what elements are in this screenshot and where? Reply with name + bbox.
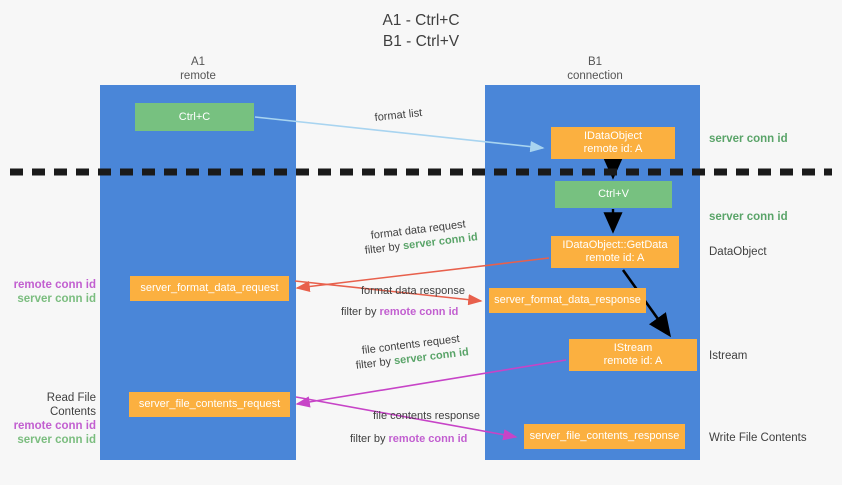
filter-prefix: filter by xyxy=(355,355,395,372)
box-idataobject[interactable]: IDataObject remote id: A xyxy=(551,127,675,159)
title-line-2: B1 - Ctrl+V xyxy=(382,33,460,50)
margin-1-server-conn-id: server conn id xyxy=(17,293,96,305)
margin-2-title: Read File Contents xyxy=(46,392,96,418)
filter-value-remote-conn-id: remote conn id xyxy=(379,306,459,318)
lane-header-b1-name: B1 xyxy=(587,56,603,68)
arrow-label-file-contents-response: file contents response xyxy=(373,410,481,422)
arrow-label-format-data-response-filter: filter by remote conn id xyxy=(341,305,458,319)
margin-labels-read-file: Read File Contents remote conn id server… xyxy=(0,391,96,447)
box-ctrl-c[interactable]: Ctrl+C xyxy=(135,103,254,131)
page-title: A1 - Ctrl+C B1 - Ctrl+V xyxy=(0,10,842,52)
box-istream-line1: IStream xyxy=(613,342,653,354)
title-line-1: A1 - Ctrl+C xyxy=(382,12,460,29)
box-file-contents-request-label: server_file_contents_request xyxy=(138,398,281,410)
margin-labels-format: remote conn id server conn id xyxy=(0,278,96,306)
box-ctrl-c-label: Ctrl+C xyxy=(178,110,211,123)
lane-header-a1: A1 remote xyxy=(108,56,288,83)
box-ctrl-v[interactable]: Ctrl+V xyxy=(555,181,672,208)
lane-header-b1-subtitle: connection xyxy=(567,69,623,82)
arrow-label-file-contents-response-filter: filter by remote conn id xyxy=(350,432,467,446)
label-dataobject: DataObject xyxy=(709,246,767,258)
box-server-file-contents-request[interactable]: server_file_contents_request xyxy=(129,392,290,417)
box-idataobject-getdata[interactable]: IDataObject::GetData remote id: A xyxy=(551,236,679,268)
box-istream[interactable]: IStream remote id: A xyxy=(569,339,697,371)
margin-2-remote-conn-id: remote conn id xyxy=(13,420,96,432)
filter-prefix: filter by xyxy=(341,306,380,318)
box-server-format-data-request[interactable]: server_format_data_request xyxy=(130,276,289,301)
margin-2-server-conn-id: server conn id xyxy=(17,434,96,446)
box-file-contents-response-label: server_file_contents_response xyxy=(529,430,680,442)
arrow-label-format-list: format list xyxy=(374,107,423,124)
lane-header-a1-name: A1 xyxy=(190,56,206,68)
filter-prefix: filter by xyxy=(364,240,404,257)
box-istream-line2: remote id: A xyxy=(603,355,663,367)
lane-header-b1: B1 connection xyxy=(495,56,695,83)
box-ctrl-v-label: Ctrl+V xyxy=(598,188,629,200)
box-getdata-line2: remote id: A xyxy=(585,252,645,264)
filter-value-remote-conn-id: remote conn id xyxy=(388,433,468,445)
label-server-conn-id-mid: server conn id xyxy=(709,211,788,223)
box-server-file-contents-response[interactable]: server_file_contents_response xyxy=(524,424,685,449)
box-getdata-line1: IDataObject::GetData xyxy=(562,239,668,251)
margin-1-remote-conn-id: remote conn id xyxy=(13,279,96,291)
filter-prefix: filter by xyxy=(350,433,389,445)
label-server-conn-id-top: server conn id xyxy=(709,133,788,145)
box-idataobject-line2: remote id: A xyxy=(583,143,643,155)
box-idataobject-line1: IDataObject xyxy=(583,130,643,142)
box-format-data-response-label: server_format_data_response xyxy=(494,294,641,306)
lane-header-a1-subtitle: remote xyxy=(180,69,216,82)
box-format-data-request-label: server_format_data_request xyxy=(140,282,279,294)
arrow-label-format-data-response: format data response xyxy=(361,285,465,297)
box-server-format-data-response[interactable]: server_format_data_response xyxy=(489,288,646,313)
label-istream: Istream xyxy=(709,350,748,362)
label-write-file-contents: Write File Contents xyxy=(709,432,807,444)
